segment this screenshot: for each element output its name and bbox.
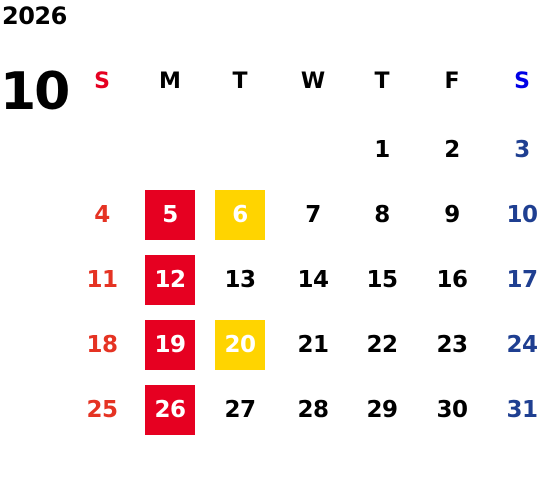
day-cell-30: 30 [436,397,468,423]
day-cell-24: 24 [506,332,538,358]
day-cell-15: 15 [366,267,398,293]
day-cell-16: 16 [436,267,468,293]
weekday-header-fri: F [444,68,460,94]
day-cell-27: 27 [224,397,256,423]
day-cell-8: 8 [374,202,390,228]
day-cell-18: 18 [86,332,118,358]
weekday-header-mon: M [159,68,181,94]
day-cell-7: 7 [305,202,321,228]
day-cell-4: 4 [94,202,110,228]
day-cell-23: 23 [436,332,468,358]
weekday-header-tue: T [232,68,248,94]
day-cell-19: 19 [145,320,195,370]
day-cell-28: 28 [297,397,329,423]
day-cell-21: 21 [297,332,329,358]
day-cell-3: 3 [514,137,530,163]
day-cell-2: 2 [444,137,460,163]
day-cell-11: 11 [86,267,118,293]
calendar-month: 10 [0,62,70,122]
day-cell-6: 6 [215,190,265,240]
day-cell-10: 10 [506,202,538,228]
day-cell-12: 12 [145,255,195,305]
weekday-header-wed: W [300,68,326,94]
day-cell-20: 20 [215,320,265,370]
weekday-header-sun: S [94,68,110,94]
weekday-header-sat: S [514,68,530,94]
day-cell-5: 5 [145,190,195,240]
calendar-year: 2026 [2,2,67,30]
day-cell-1: 1 [374,137,390,163]
day-cell-13: 13 [224,267,256,293]
day-cell-31: 31 [506,397,538,423]
day-cell-25: 25 [86,397,118,423]
day-cell-22: 22 [366,332,398,358]
day-cell-14: 14 [297,267,329,293]
day-cell-29: 29 [366,397,398,423]
day-cell-17: 17 [506,267,538,293]
day-cell-9: 9 [444,202,460,228]
day-cell-26: 26 [145,385,195,435]
weekday-header-thu: T [374,68,390,94]
